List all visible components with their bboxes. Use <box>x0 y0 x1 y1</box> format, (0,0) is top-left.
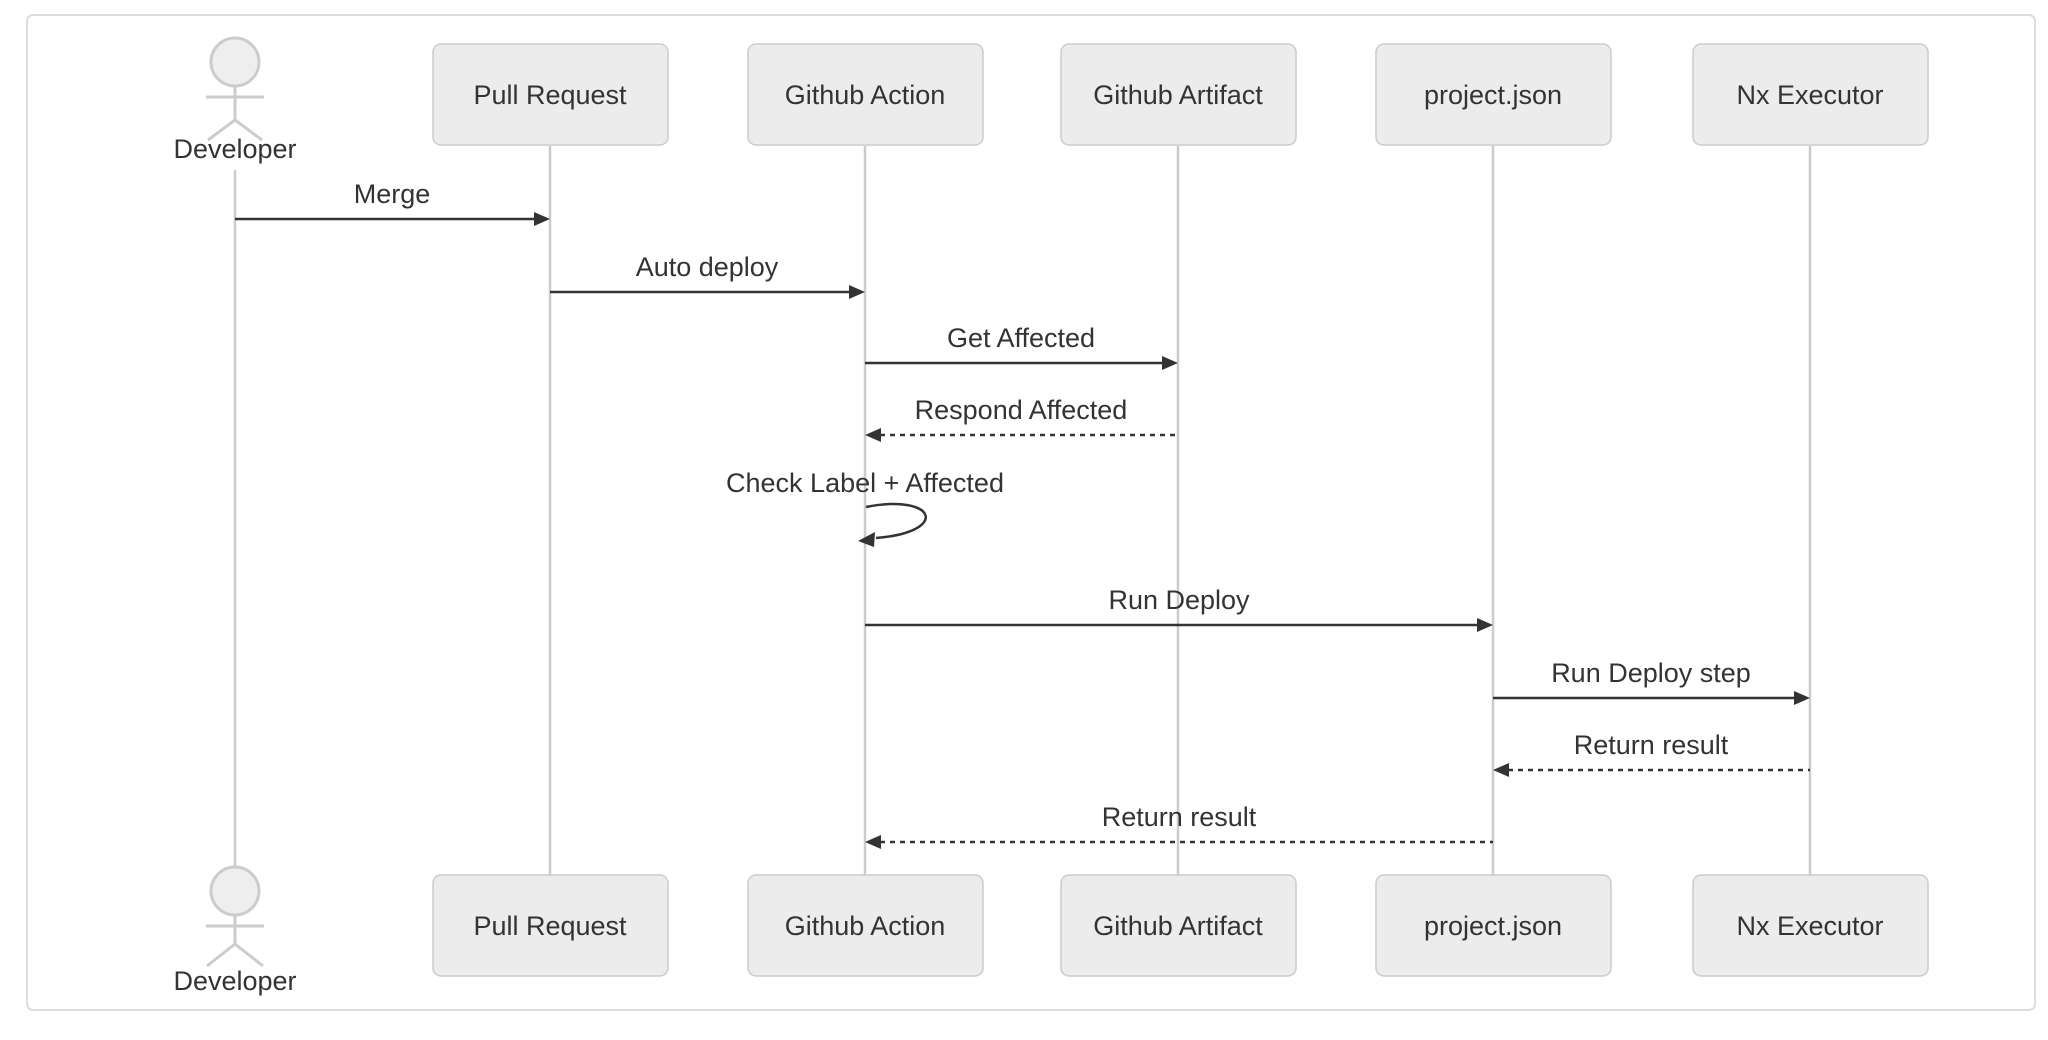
arrowhead-icon <box>1794 691 1810 705</box>
arrowhead-icon <box>849 285 865 299</box>
arrowhead-icon <box>1162 356 1178 370</box>
participant-top-project-json: project.json <box>1375 43 1612 146</box>
participant-label-project-json: project.json <box>1424 80 1562 110</box>
participant-label-github-artifact: Github Artifact <box>1093 911 1263 941</box>
message-label: Return result <box>1102 802 1257 832</box>
participant-box <box>432 874 669 977</box>
diagram-frame <box>26 14 2036 1011</box>
arrowhead-icon <box>534 212 550 226</box>
arrowhead-icon <box>865 428 881 442</box>
participant-label-project-json: project.json <box>1424 911 1562 941</box>
participant-box <box>1692 874 1929 977</box>
message-respond-affected: Respond Affected <box>865 395 1178 442</box>
participant-label-nx-executor: Nx Executor <box>1736 80 1883 110</box>
participant-box <box>432 43 669 146</box>
participant-box <box>1375 874 1612 977</box>
participant-top-github-artifact: Github Artifact <box>1060 43 1297 146</box>
message-get-affected: Get Affected <box>865 323 1178 370</box>
actor-right-leg <box>234 942 264 968</box>
actor-head-icon <box>209 865 261 917</box>
actor-label-developer-top: Developer <box>173 134 296 164</box>
message-check-label-affected: Check Label + Affected <box>726 468 1004 547</box>
actor-head-icon <box>209 36 261 88</box>
participant-label-pull-request: Pull Request <box>473 911 627 941</box>
message-label: Run Deploy step <box>1551 658 1751 688</box>
participant-box <box>747 43 984 146</box>
participant-label-pull-request: Pull Request <box>473 80 627 110</box>
participant-box <box>1375 43 1612 146</box>
message-run-deploy-step: Run Deploy step <box>1493 658 1810 705</box>
participant-top-nx-executor: Nx Executor <box>1692 43 1929 146</box>
message-label: Auto deploy <box>636 252 779 282</box>
participant-bottom-nx-executor: Nx Executor <box>1692 874 1929 977</box>
arrowhead-icon <box>1493 763 1509 777</box>
message-return-result-project: Return result <box>865 802 1493 849</box>
arrowhead-icon <box>858 532 875 547</box>
participant-box <box>1692 43 1929 146</box>
message-return-result-executor: Return result <box>1493 730 1810 777</box>
participant-bottom-github-artifact: Github Artifact <box>1060 874 1297 977</box>
arrowhead-icon <box>1477 618 1493 632</box>
participant-bottom-github-action: Github Action <box>747 874 984 977</box>
participant-box <box>1060 874 1297 977</box>
message-label: Merge <box>354 179 431 209</box>
message-label: Respond Affected <box>915 395 1128 425</box>
actor-left-leg <box>207 118 236 142</box>
self-loop-line <box>865 502 927 540</box>
participant-label-github-action: Github Action <box>785 911 946 941</box>
message-label: Return result <box>1574 730 1729 760</box>
message-label: Run Deploy <box>1108 585 1250 615</box>
participant-bottom-project-json: project.json <box>1375 874 1612 977</box>
participant-label-github-artifact: Github Artifact <box>1093 80 1263 110</box>
participant-box <box>747 874 984 977</box>
message-run-deploy: Run Deploy <box>865 585 1493 632</box>
message-label: Get Affected <box>947 323 1095 353</box>
actor-developer-top: Developer <box>173 36 297 164</box>
actor-label-developer-bottom: Developer <box>173 966 296 996</box>
actor-left-leg <box>206 942 236 968</box>
actor-right-leg <box>234 118 263 142</box>
message-label: Check Label + Affected <box>726 468 1004 498</box>
arrowhead-icon <box>865 835 881 849</box>
participant-label-nx-executor: Nx Executor <box>1736 911 1883 941</box>
participant-top-github-action: Github Action <box>747 43 984 146</box>
participant-top-pull-request: Pull Request <box>432 43 669 146</box>
actor-developer-bottom: Developer <box>173 865 297 996</box>
participant-bottom-pull-request: Pull Request <box>432 874 669 977</box>
message-auto-deploy: Auto deploy <box>550 252 865 299</box>
participant-box <box>1060 43 1297 146</box>
participant-label-github-action: Github Action <box>785 80 946 110</box>
message-merge: Merge <box>235 179 550 226</box>
